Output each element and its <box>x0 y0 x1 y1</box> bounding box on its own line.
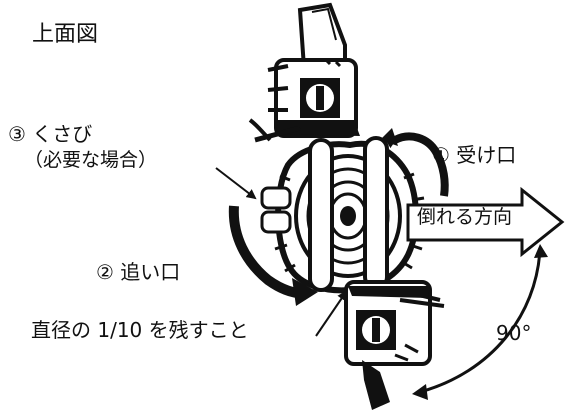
chainsaw-top <box>248 2 360 143</box>
fall-direction-label: 倒れる方向 <box>417 206 513 228</box>
wedge-note-label: （必要な場合） <box>24 149 158 171</box>
wedges <box>260 186 292 234</box>
wedge-label: ③ くさび <box>8 122 93 146</box>
wedge-leader <box>215 167 257 200</box>
angle-arc-head-top <box>534 244 548 258</box>
angle-arc <box>419 249 542 394</box>
back-cut-arrowhead <box>292 278 318 306</box>
log-cross-section <box>272 140 426 294</box>
front-cut-guide-bar <box>363 136 389 290</box>
angle-label: 90° <box>496 321 532 345</box>
angle-arc-head-bottom <box>412 384 428 400</box>
front-cut-arrow <box>385 132 449 197</box>
chainsaw-bottom <box>344 280 445 410</box>
back-cut-label: ② 追い口 <box>96 260 181 284</box>
top-view-label: 上面図 <box>32 22 99 47</box>
hinge-label: 直径の 1/10 を残すこと <box>31 318 249 342</box>
front-cut-label: ① 受け口 <box>432 143 517 167</box>
fall-direction-arrow <box>406 186 565 258</box>
hinge-leader <box>315 290 348 337</box>
front-cut-arrowhead <box>380 128 398 146</box>
back-cut-guide-bar <box>308 138 334 292</box>
